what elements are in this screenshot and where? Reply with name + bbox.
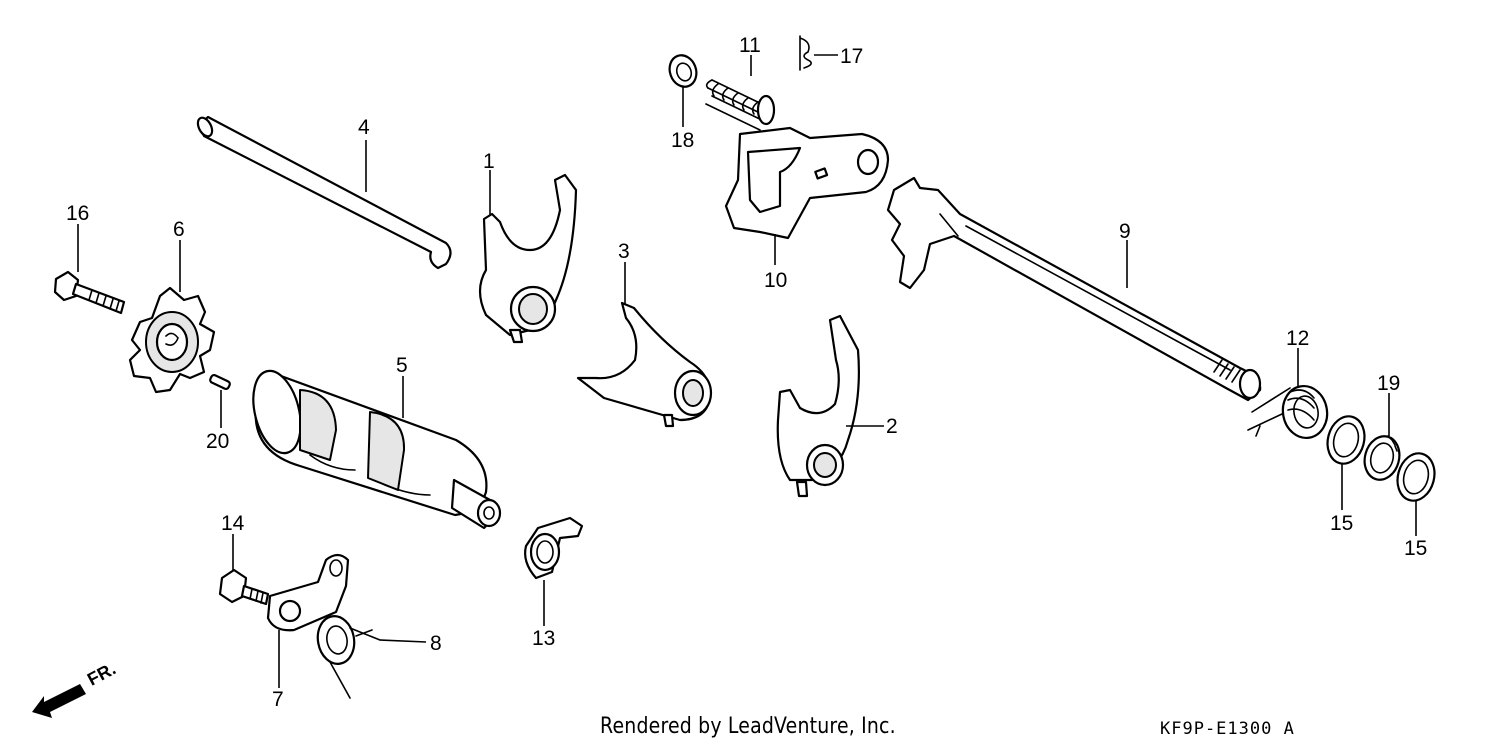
callout-10: 10 <box>764 269 787 292</box>
guide-13 <box>524 516 584 580</box>
diagram-code: KF9P-E1300 A <box>1160 719 1295 739</box>
washer-15b <box>1396 452 1436 502</box>
callout-8: 8 <box>430 632 442 655</box>
clip-17 <box>799 35 812 71</box>
shift-fork-2 <box>776 314 860 498</box>
leader-lines <box>77 54 1417 688</box>
shift-drum-5 <box>252 369 502 530</box>
callout-11: 11 <box>739 34 761 57</box>
footer-credit: Rendered by LeadVenture, Inc. <box>600 714 896 739</box>
callout-5: 5 <box>396 354 408 377</box>
callout-9: 9 <box>1119 220 1131 243</box>
shift-fork-1 <box>478 173 578 344</box>
callout-14: 14 <box>221 512 245 535</box>
callout-20: 20 <box>206 430 229 453</box>
callout-2: 2 <box>886 415 898 438</box>
fork-shaft-4 <box>196 115 452 270</box>
callout-18: 18 <box>671 129 694 152</box>
washer-18 <box>668 54 698 88</box>
callout-3: 3 <box>618 240 630 263</box>
callout-6: 6 <box>173 218 185 241</box>
bolt-16 <box>53 270 126 315</box>
callout-19: 19 <box>1377 372 1400 395</box>
callout-15a: 15 <box>1330 512 1353 535</box>
dowel-pin-20 <box>209 374 231 390</box>
callout-16: 16 <box>66 202 89 225</box>
shift-drum-center-6 <box>128 286 216 394</box>
gearshift-spindle-9 <box>886 176 1262 402</box>
return-spring-12 <box>1247 385 1329 439</box>
callout-17: 17 <box>840 45 863 68</box>
washer-15a <box>1326 415 1366 465</box>
callout-7: 7 <box>272 688 284 711</box>
collar-19 <box>1363 435 1401 481</box>
spring-11 <box>705 79 776 131</box>
shift-fork-3 <box>576 301 713 428</box>
callout-12: 12 <box>1286 327 1309 350</box>
callout-labels: 1 2 3 4 5 6 7 8 9 10 11 12 13 14 15 15 1… <box>66 34 1427 711</box>
spring-8 <box>316 615 381 699</box>
front-direction-arrow-icon <box>32 684 86 718</box>
callout-15b: 15 <box>1404 537 1427 560</box>
callout-13: 13 <box>532 627 555 650</box>
bolt-14 <box>218 568 270 606</box>
callout-1: 1 <box>483 150 495 173</box>
stopper-plate-7 <box>266 553 350 632</box>
callout-4: 4 <box>358 116 370 139</box>
stopper-arm-10 <box>724 126 890 240</box>
